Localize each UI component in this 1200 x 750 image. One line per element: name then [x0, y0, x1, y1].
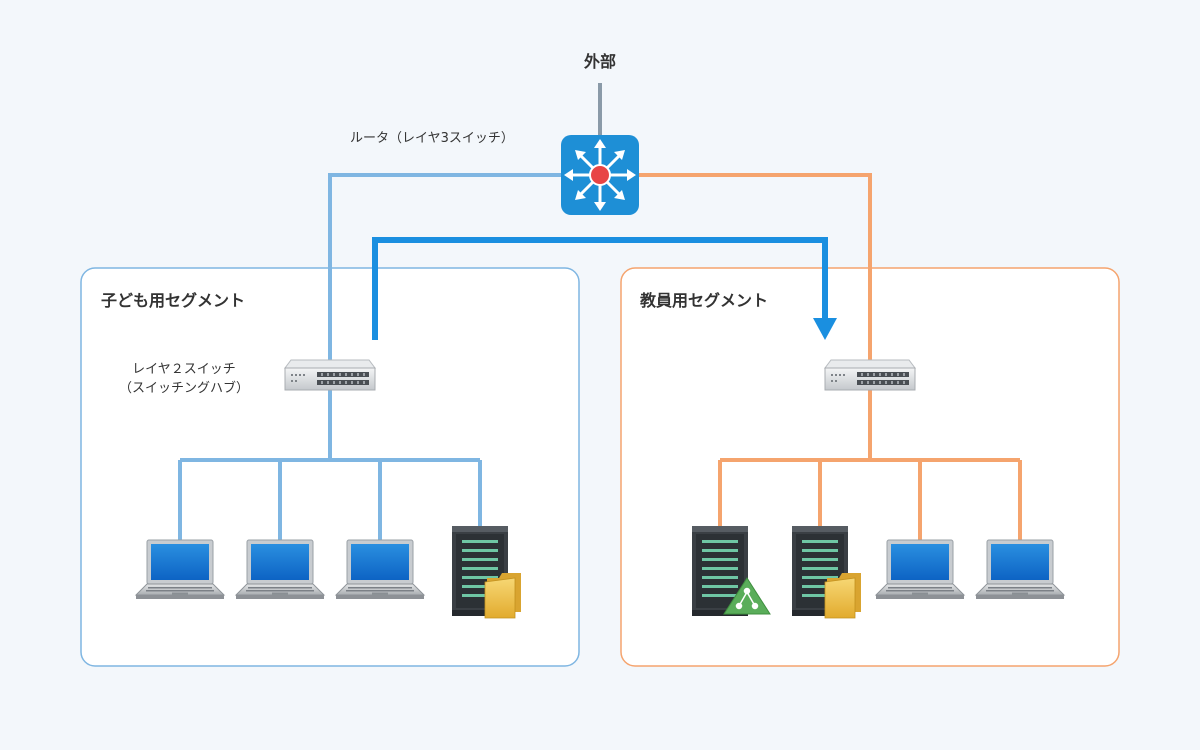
laptop-icon [335, 539, 425, 600]
route-arrow [372, 237, 837, 340]
segment-children-title: 子ども用セグメント [101, 291, 246, 310]
l2-switch-label-line1: レイヤ２スイッチ [132, 362, 236, 377]
children-network-lines [178, 173, 561, 542]
switch-icon-staff [824, 359, 916, 391]
router-icon [561, 135, 639, 215]
laptop-icon [235, 539, 325, 600]
laptop-icon [135, 539, 225, 600]
l2-switch-label-line2: （スイッチングハブ） [118, 381, 250, 396]
switch-icon-children [284, 359, 376, 391]
l2-switch-label: レイヤ２スイッチ （スイッチングハブ） [119, 360, 249, 398]
staff-network-lines [639, 173, 1022, 542]
laptop-icon [975, 539, 1065, 600]
laptop-icon [875, 539, 965, 600]
router-label: ルータ（レイヤ3スイッチ） [350, 131, 514, 146]
shared-server-icon [692, 526, 771, 616]
external-label: 外部 [583, 52, 617, 71]
segment-staff-title: 教員用セグメント [640, 291, 769, 310]
